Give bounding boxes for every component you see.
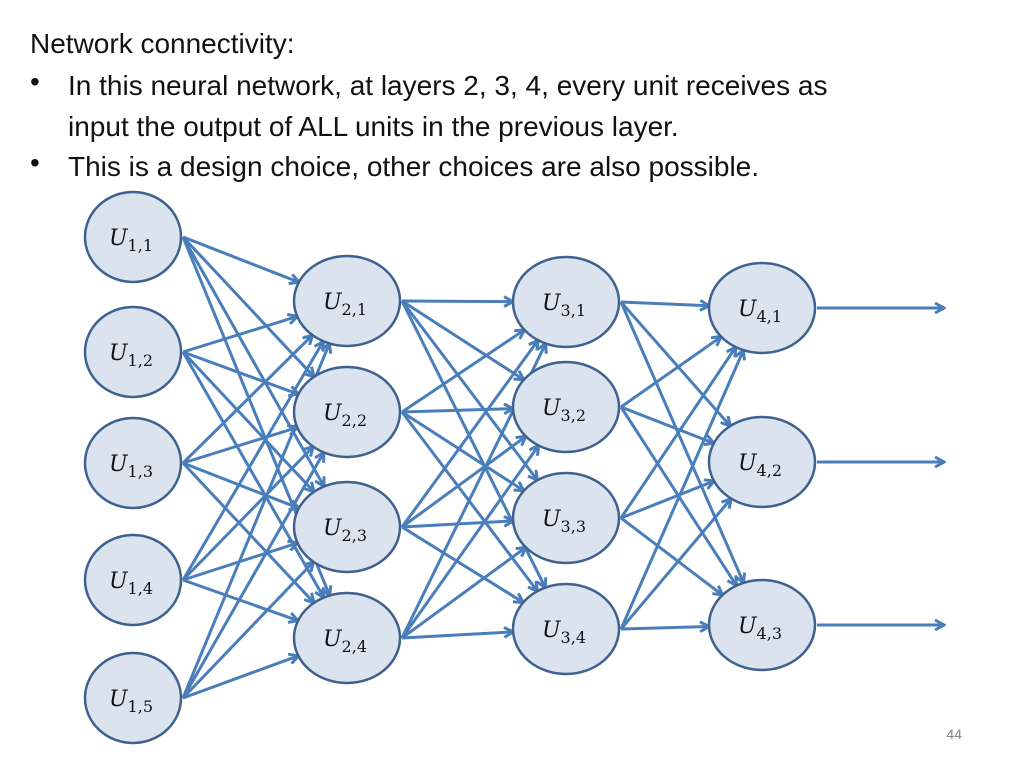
- edge-u2-1-to-u3-1: [401, 301, 513, 302]
- edge-u1-4-to-u2-2: [181, 447, 313, 582]
- edge-u3-4-to-u4-1: [619, 350, 743, 630]
- bullet-1-line-1: In this neural network, at layers 2, 3, …: [68, 70, 828, 101]
- edge-u1-5-to-u2-2: [181, 452, 324, 699]
- edge-u1-1-to-u2-1: [182, 235, 299, 282]
- node-u4-1: U4,1: [707, 261, 817, 355]
- edge-u1-2-to-u2-1: [182, 316, 297, 354]
- edge-u2-2-to-u3-2: [401, 409, 513, 412]
- node-u2-4: U2,4: [292, 591, 402, 685]
- node-subscript: 2,4: [342, 637, 367, 656]
- node-subscript: 2,3: [342, 526, 367, 545]
- node-u3-1: U3,1: [511, 255, 621, 349]
- node-subscript: 4,1: [757, 307, 782, 326]
- bullet-dot: •: [30, 66, 40, 97]
- edge-u3-3-to-u4-1: [619, 347, 736, 519]
- edge-u2-1-to-u3-2: [401, 299, 524, 380]
- edge-u3-4-to-u4-2: [619, 499, 731, 630]
- edge-u2-4-to-u3-4: [401, 632, 513, 640]
- node-subscript: 3,3: [561, 517, 586, 536]
- node-u3-2: U3,2: [511, 360, 621, 454]
- edge-u2-1-to-u3-3: [400, 300, 537, 480]
- node-u2-1: U2,1: [292, 254, 402, 348]
- edge-u3-4-to-u4-3: [620, 627, 709, 629]
- node-u1-1: U1,1: [83, 190, 183, 284]
- edge-u2-2-to-u3-1: [401, 330, 524, 414]
- page-number: 44: [946, 726, 962, 742]
- edge-u1-3-to-u2-3: [182, 461, 299, 508]
- edge-u2-2-to-u3-3: [401, 410, 524, 491]
- node-u2-3: U2,3: [292, 480, 402, 574]
- edge-u1-3-to-u2-4: [181, 461, 314, 603]
- edge-u2-3-to-u3-2: [401, 436, 526, 529]
- edge-u1-1-to-u2-3: [181, 236, 324, 486]
- node-u1-3: U1,3: [83, 416, 183, 510]
- edge-u3-3-to-u4-3: [620, 516, 722, 595]
- node-subscript: 1,5: [128, 697, 153, 716]
- node-subscript: 3,2: [561, 406, 586, 425]
- node-label: U3,2: [542, 396, 586, 425]
- node-u4-3: U4,3: [707, 578, 817, 672]
- edge-u3-2-to-u4-2: [620, 405, 714, 443]
- node-subscript: 2,2: [342, 411, 367, 430]
- edge-u2-4-to-u3-2: [400, 446, 539, 639]
- node-u1-4: U1,4: [83, 533, 183, 627]
- edge-u3-2-to-u4-1: [620, 337, 721, 409]
- node-subscript: 1,2: [128, 351, 153, 370]
- slide-title: Network connectivity:: [30, 28, 295, 59]
- node-subscript: 1,3: [128, 462, 153, 481]
- edge-u3-1-to-u4-3: [619, 301, 744, 583]
- edge-u1-5-to-u2-3: [181, 562, 314, 700]
- node-subscript: 3,1: [561, 301, 586, 320]
- node-u3-3: U3,3: [511, 471, 621, 565]
- node-u3-4: U3,4: [511, 582, 621, 676]
- node-u2-2: U2,2: [292, 365, 402, 459]
- edge-u1-3-to-u2-1: [181, 335, 312, 465]
- edge-u1-2-to-u2-2: [182, 350, 298, 394]
- edge-u2-3-to-u3-1: [400, 340, 538, 528]
- edge-u1-3-to-u2-2: [182, 427, 297, 465]
- edge-u1-4-to-u2-1: [181, 341, 323, 581]
- node-subscript: 1,4: [128, 579, 153, 598]
- edges: [181, 235, 944, 700]
- node-subscript: 2,1: [342, 300, 367, 319]
- edge-u3-3-to-u4-2: [620, 481, 714, 520]
- edge-u1-2-to-u2-4: [181, 351, 324, 598]
- edge-u3-1-to-u4-1: [620, 302, 709, 306]
- edge-u1-5-to-u2-4: [182, 656, 298, 700]
- node-subscript: 4,3: [757, 624, 782, 643]
- node-subscript: 1,1: [128, 236, 153, 255]
- edge-u3-1-to-u4-2: [619, 301, 730, 426]
- node-u1-5: U1,5: [83, 651, 183, 745]
- node-u4-2: U4,2: [707, 415, 817, 509]
- node-u1-2: U1,2: [83, 305, 183, 399]
- node-subscript: 4,2: [757, 461, 782, 480]
- edge-u2-4-to-u3-3: [401, 547, 526, 640]
- bullet-1-line-2: input the output of ALL units in the pre…: [68, 111, 679, 142]
- bullet-dot: •: [30, 147, 40, 178]
- edge-u2-3-to-u3-4: [401, 525, 523, 602]
- node-subscript: 3,4: [561, 628, 586, 647]
- bullet-2-line-1: This is a design choice, other choices a…: [68, 151, 760, 182]
